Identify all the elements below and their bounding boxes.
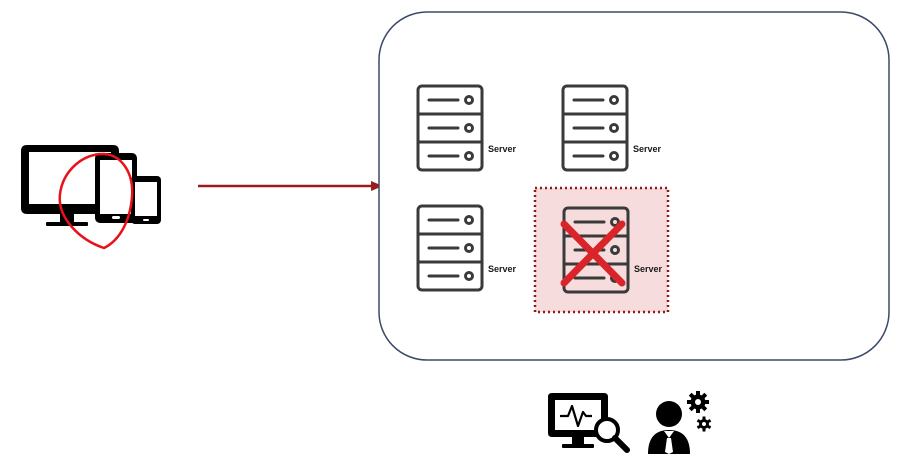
server-cluster <box>378 11 890 361</box>
failure-cross-icon <box>560 220 626 287</box>
monitor-search-icon <box>548 393 630 453</box>
server-label: Server <box>488 264 517 274</box>
devices-icon <box>21 145 161 226</box>
admin-gear-icon <box>648 391 712 454</box>
server-label: Server <box>634 264 663 274</box>
server-node: Server <box>416 84 517 172</box>
request-arrow <box>198 181 383 191</box>
highlight-circle <box>58 152 134 250</box>
server-label: Server <box>488 144 517 154</box>
server-node: Server <box>416 204 517 292</box>
failed-server-node: Server <box>533 186 670 314</box>
server-node: Server <box>561 84 662 172</box>
server-label: Server <box>633 144 662 154</box>
